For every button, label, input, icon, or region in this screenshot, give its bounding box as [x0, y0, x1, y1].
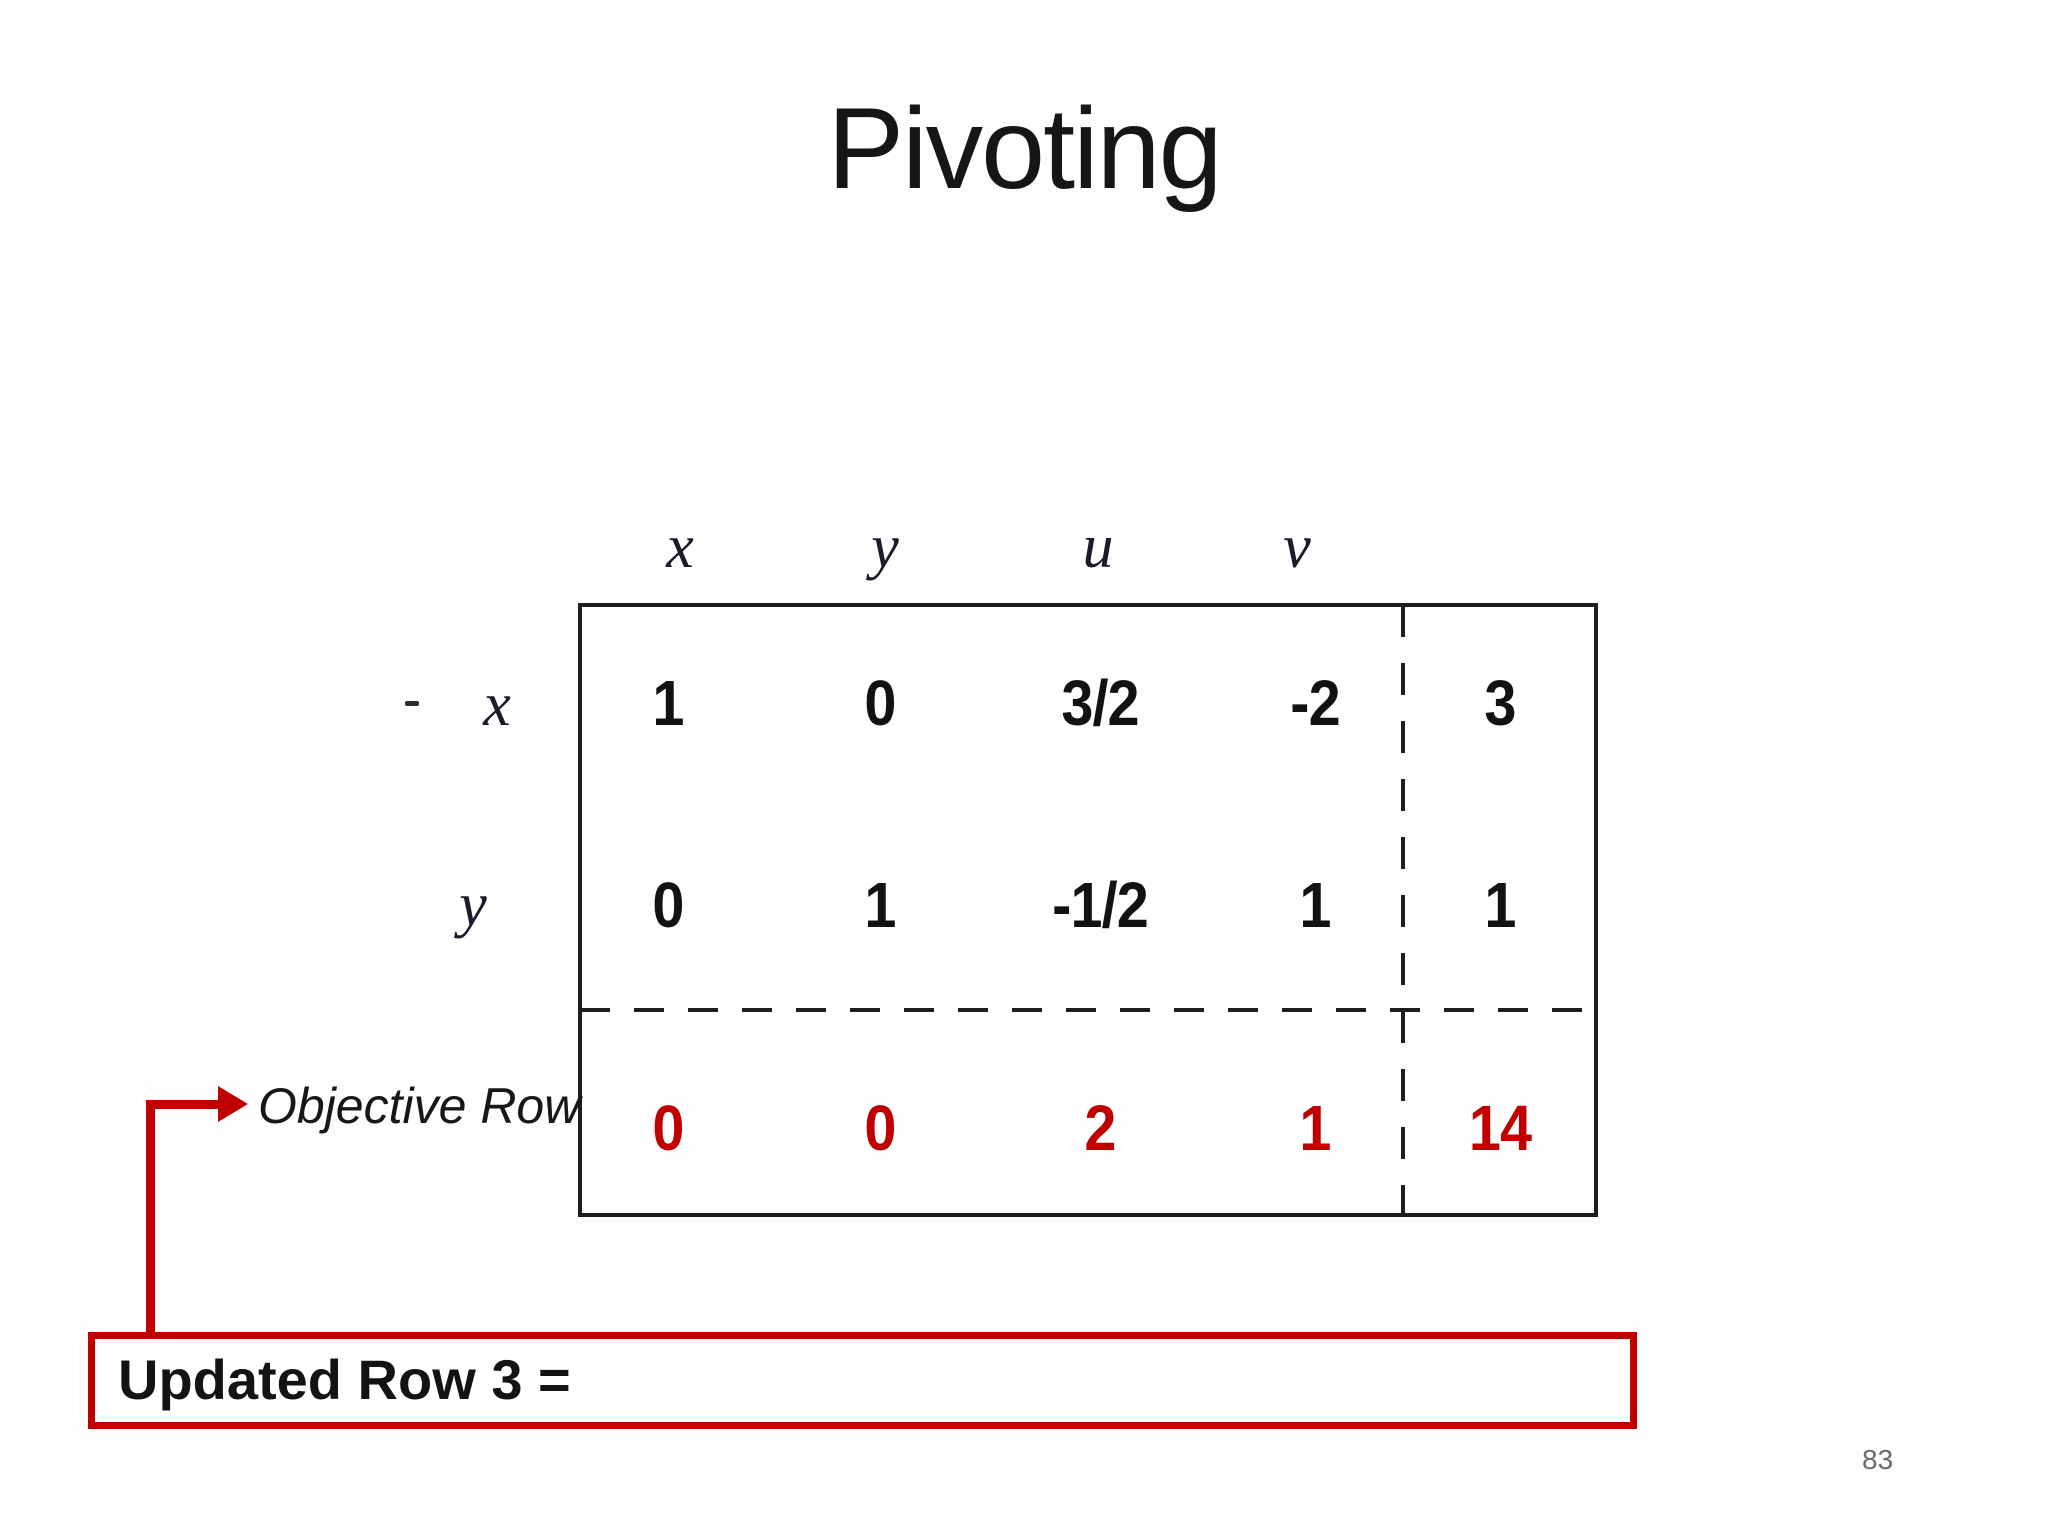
cell-row-y-col-u: -1/2: [1052, 869, 1149, 941]
arrow-right-icon: [218, 1086, 248, 1122]
cell-row-x-rhs: 3: [1484, 667, 1516, 739]
stray-dash-mark: [405, 701, 419, 706]
objective-arrow-vertical-line: [146, 1100, 155, 1338]
cell-objective-col-y: 0: [864, 1092, 896, 1164]
objective-arrow-horizontal-line: [146, 1100, 220, 1109]
column-header-x: x: [666, 513, 694, 581]
objective-row-label: Objective Row: [258, 1078, 581, 1134]
cell-objective-col-x: 0: [652, 1092, 684, 1164]
cell-row-x-col-x: 1: [652, 667, 684, 739]
cell-objective-col-v: 1: [1299, 1092, 1331, 1164]
page-number: 83: [1862, 1444, 1894, 1475]
cell-row-y-col-x: 0: [652, 869, 684, 941]
row-label-x: x: [483, 671, 511, 739]
tableau-border: [578, 603, 1598, 1217]
rhs-divider-dashed-vertical: [1401, 605, 1405, 1215]
cell-row-y-col-v: 1: [1299, 869, 1331, 941]
cell-row-y-rhs: 1: [1484, 869, 1516, 941]
cell-row-x-col-v: -2: [1290, 667, 1340, 739]
column-header-u: u: [1082, 513, 1114, 581]
cell-objective-rhs: 14: [1468, 1092, 1532, 1164]
cell-row-x-col-u: 3/2: [1061, 667, 1139, 739]
column-header-v: v: [1283, 513, 1311, 581]
cell-row-y-col-y: 1: [864, 869, 896, 941]
cell-row-x-col-y: 0: [864, 667, 896, 739]
cell-objective-col-u: 2: [1084, 1092, 1116, 1164]
updated-row-callout-label: Updated Row 3 =: [118, 1348, 571, 1411]
objective-divider-dashed-horizontal: [580, 1008, 1596, 1012]
slide-title: Pivoting: [827, 85, 1222, 213]
updated-row-callout-box: [88, 1332, 1637, 1429]
row-label-y: y: [459, 871, 487, 939]
column-header-y: y: [871, 513, 899, 581]
